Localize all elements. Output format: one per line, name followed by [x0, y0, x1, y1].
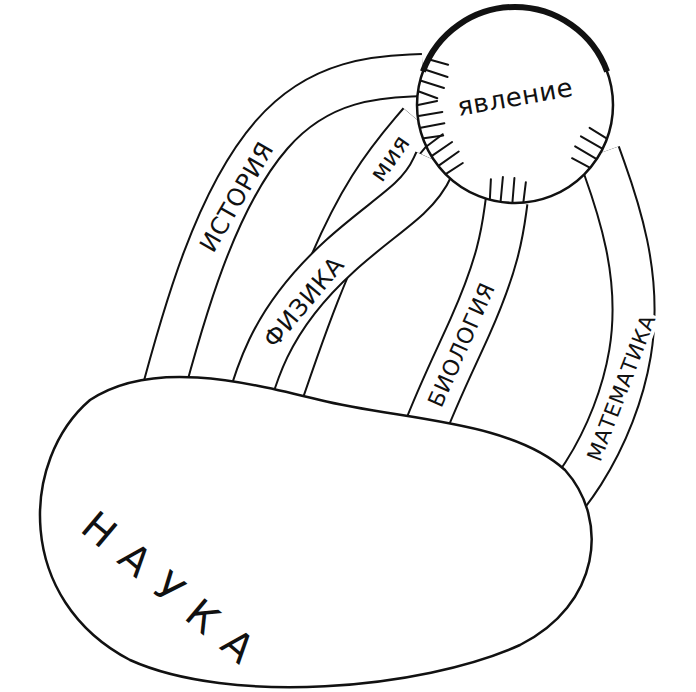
- finger: [419, 112, 443, 116]
- finger: [439, 151, 459, 165]
- sphere-shade: [423, 7, 607, 71]
- finger: [425, 69, 448, 77]
- finger: [421, 81, 444, 88]
- finger: [523, 182, 525, 201]
- finger: [572, 158, 589, 167]
- finger: [581, 136, 602, 148]
- science-body: НАУКА: [15, 355, 615, 692]
- finger: [418, 101, 437, 105]
- finger: [512, 178, 514, 202]
- sphere: [417, 7, 613, 203]
- finger: [575, 146, 596, 158]
- finger: [446, 163, 462, 174]
- finger: [427, 134, 443, 146]
- finger: [501, 177, 503, 201]
- finger: [419, 92, 437, 99]
- finger: [590, 128, 607, 138]
- body: [40, 377, 592, 687]
- finger: [490, 179, 491, 199]
- finger: [429, 59, 448, 64]
- phenomenon-sphere: явление: [415, 5, 615, 205]
- finger: [421, 123, 445, 127]
- finger: [432, 142, 452, 156]
